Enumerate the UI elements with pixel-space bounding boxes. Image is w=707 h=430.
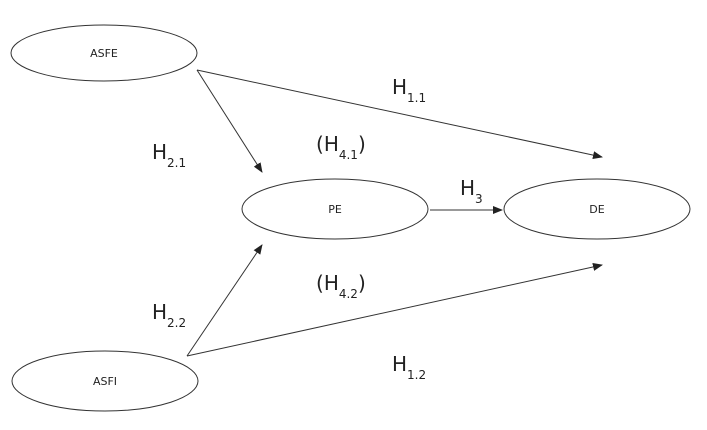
node-asfe-shape	[10, 24, 198, 82]
node-pe-shape	[241, 178, 429, 240]
hypothesis-h4-1: (H4.1)	[316, 132, 366, 162]
arrow-asfe-to-pe	[196, 69, 263, 173]
hypothesis-h3: H3	[460, 176, 483, 206]
node-asfi-shape	[11, 350, 199, 412]
node-pe-label: PE	[328, 203, 342, 216]
hypothesis-h2-2: H2.2	[152, 300, 186, 330]
node-asfi: ASFI	[11, 350, 199, 412]
node-de-label: DE	[589, 203, 604, 216]
hypothesis-h2-1: H2.1	[152, 140, 186, 170]
arrow-asfi-to-de	[186, 263, 603, 357]
hypothesis-h1-2: H1.2	[392, 352, 426, 382]
hypothesis-h4-2: (H4.2)	[316, 271, 366, 301]
node-de: DE	[503, 178, 691, 240]
arrow-asfi-to-pe	[186, 244, 263, 357]
node-asfe: ASFE	[10, 24, 198, 82]
node-asfi-label: ASFI	[93, 375, 117, 388]
arrow-asfe-to-de	[196, 69, 603, 160]
node-de-shape	[503, 178, 691, 240]
node-pe: PE	[241, 178, 429, 240]
node-asfe-label: ASFE	[90, 47, 118, 60]
hypothesis-h1-1: H1.1	[392, 75, 426, 105]
